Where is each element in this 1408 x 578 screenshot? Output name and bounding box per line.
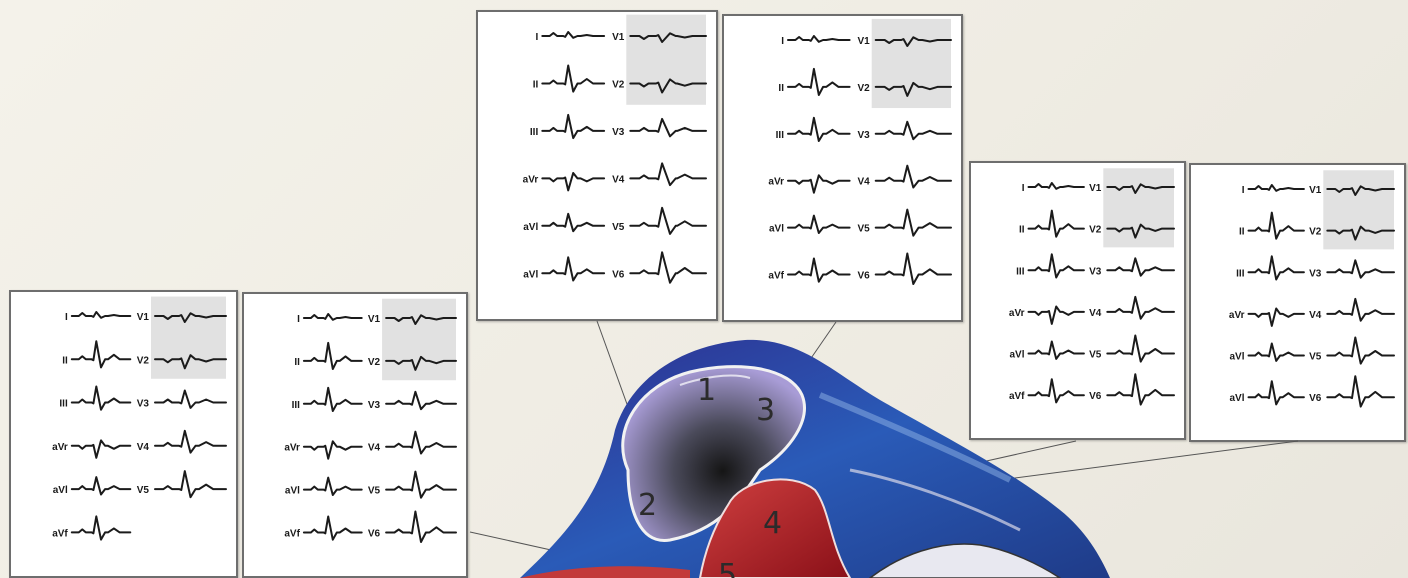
region-label-3: 3 — [756, 393, 775, 428]
region-label-5: 5 — [718, 558, 737, 578]
region-label-2: 2 — [638, 488, 657, 523]
region-label-4: 4 — [763, 506, 782, 541]
region-label-1: 1 — [697, 373, 716, 408]
